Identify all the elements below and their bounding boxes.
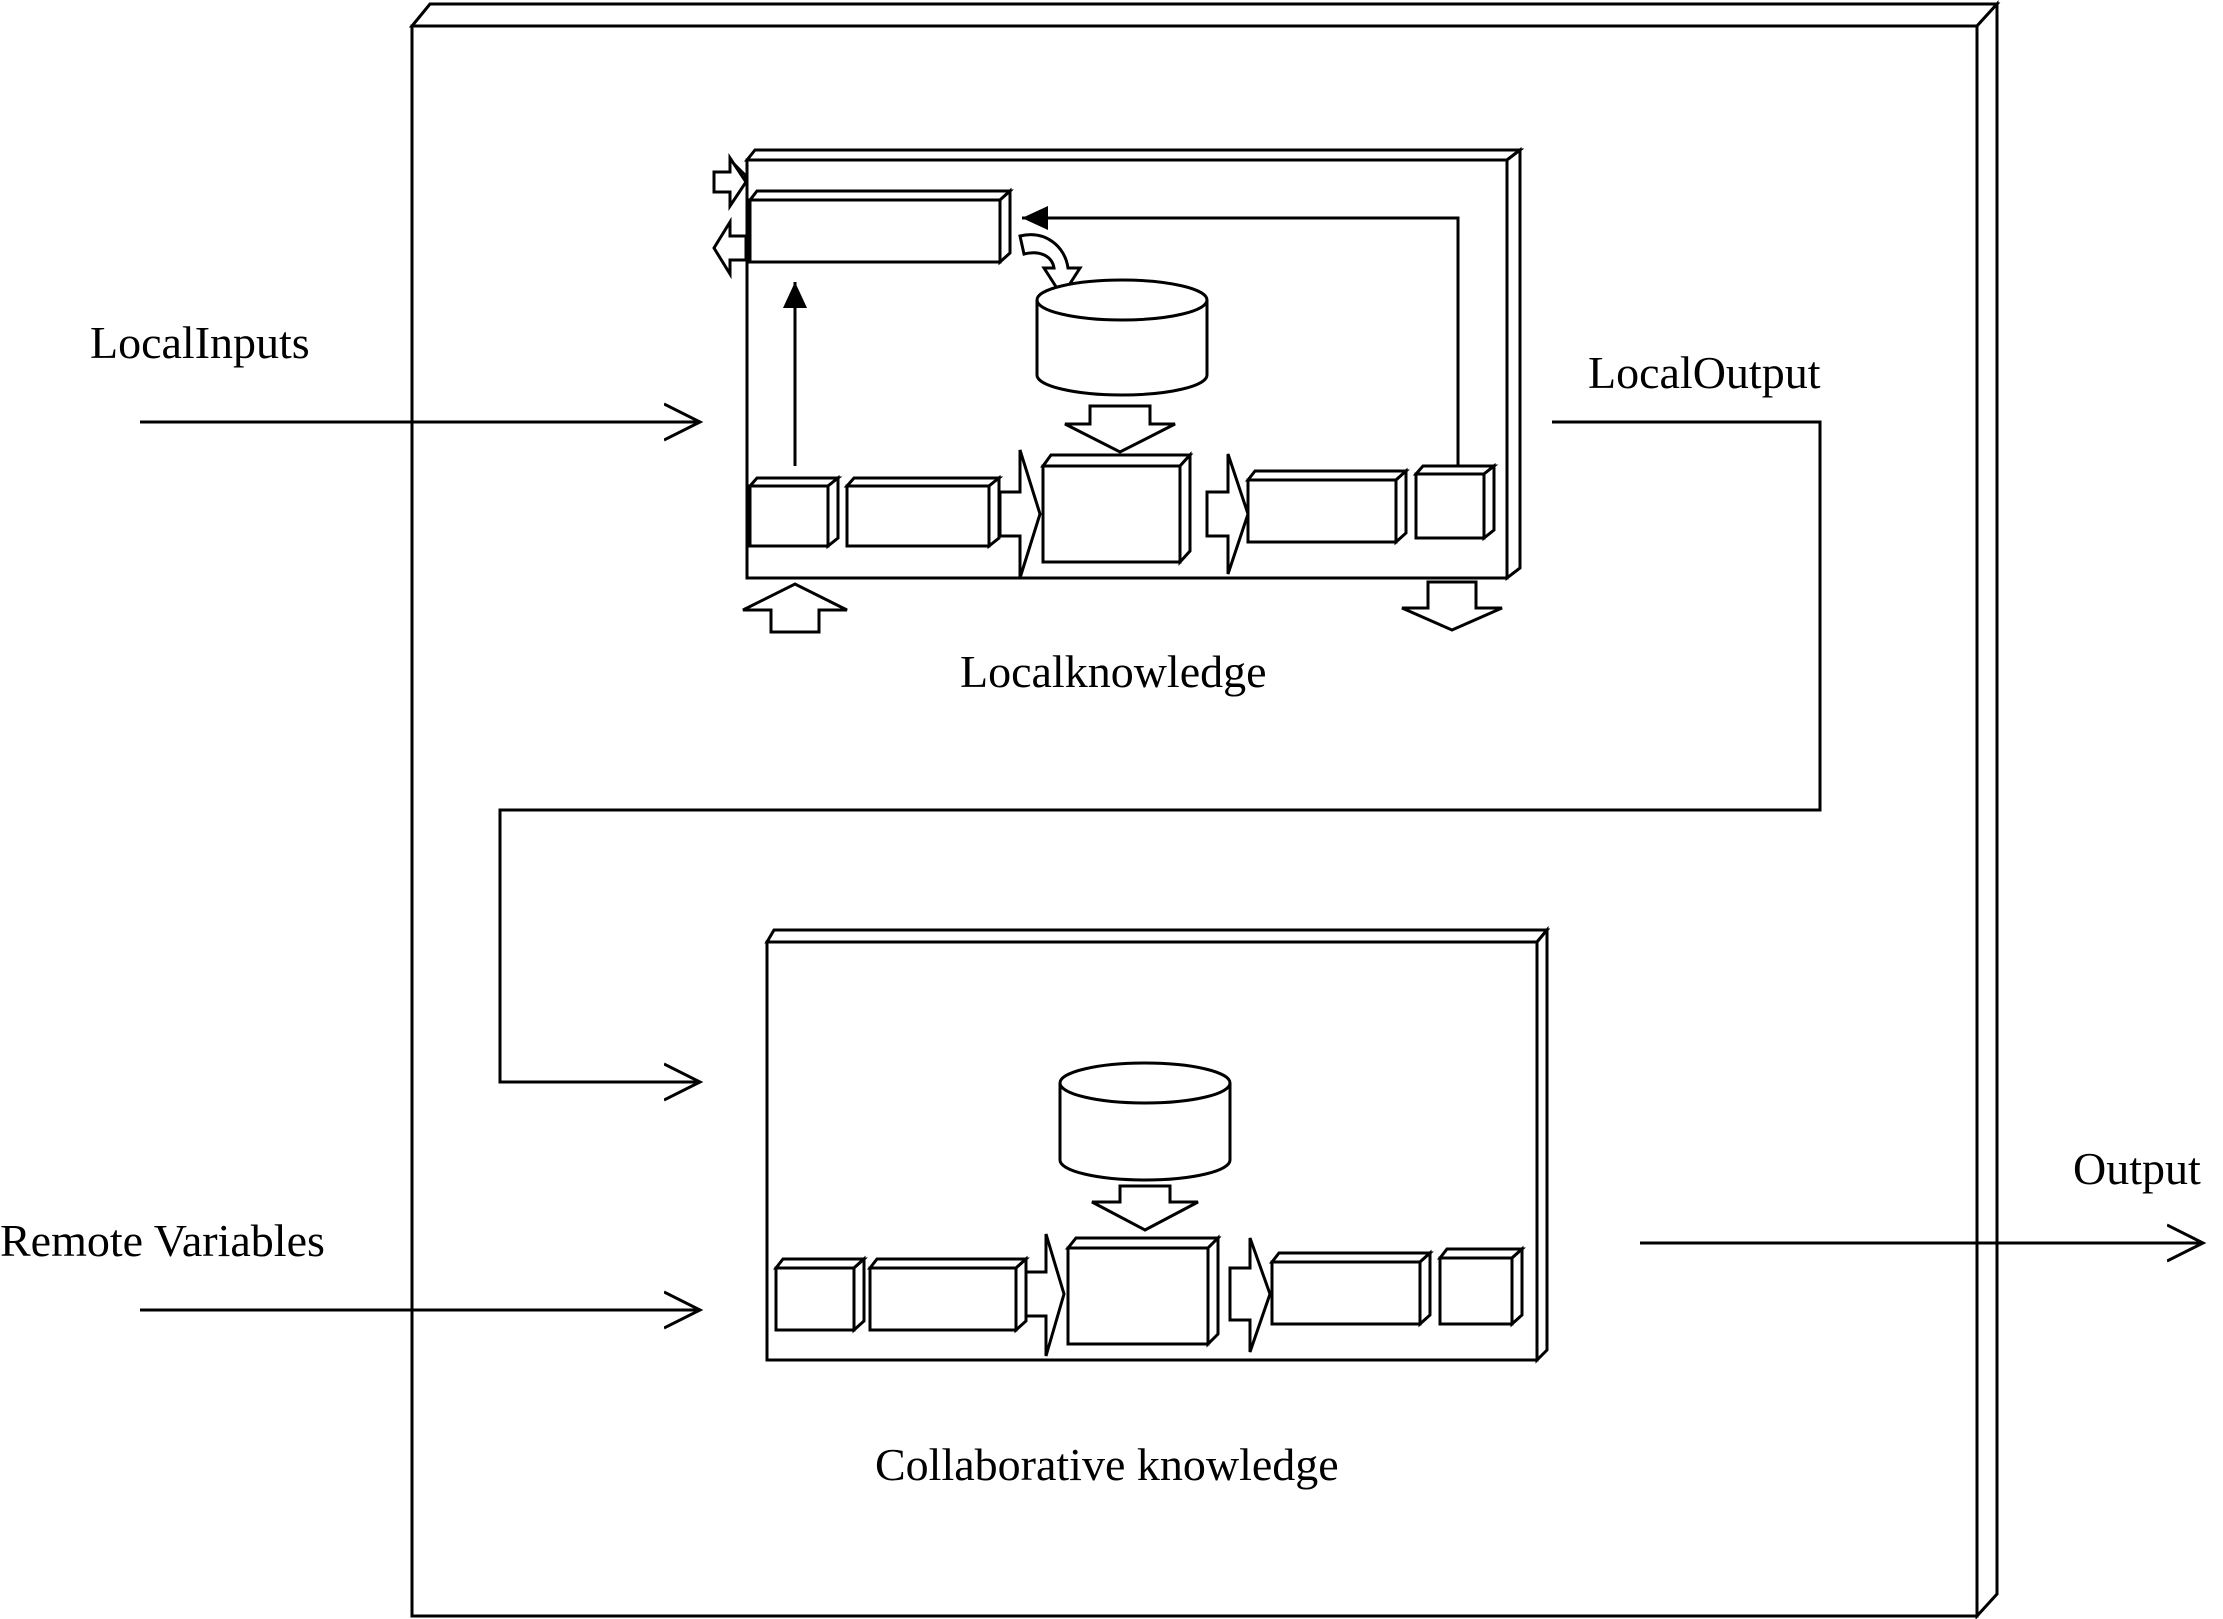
side-arrow-right-icon	[712, 153, 748, 211]
local-block-2	[843, 474, 1004, 550]
flow-arrow-right-icon	[1024, 1233, 1066, 1357]
collab-block-3	[1268, 1249, 1434, 1328]
down-flow-arrow-icon	[1091, 1184, 1199, 1232]
output-down-arrow-icon	[1401, 580, 1503, 632]
input-up-arrow-icon	[742, 582, 848, 634]
side-arrow-left-icon	[712, 216, 748, 280]
label-local-knowledge: Localknowledge	[960, 646, 1267, 697]
label-local-inputs: LocalInputs	[90, 317, 310, 368]
flow-arrow-right-icon	[1228, 1237, 1272, 1353]
local-output-connector	[498, 420, 1822, 1082]
flow-arrow-right-icon	[1205, 453, 1250, 575]
down-flow-arrow-icon	[1064, 404, 1176, 454]
local-block-4	[1412, 462, 1499, 542]
label-collaborative-knowledge: Collaborative knowledge	[875, 1439, 1339, 1490]
local-block-3	[1244, 467, 1410, 546]
local-block-1	[746, 474, 843, 550]
collaborative-database-icon	[1058, 1061, 1232, 1182]
collab-block-4	[1436, 1245, 1526, 1328]
flow-arrow-right-icon	[998, 449, 1042, 579]
collab-processor-block	[1064, 1234, 1222, 1348]
label-remote-variables: Remote Variables	[0, 1215, 325, 1266]
collab-block-1	[772, 1255, 868, 1334]
feedback-line	[1022, 206, 1460, 466]
label-local-output: LocalOutput	[1588, 347, 1821, 398]
collab-block-2	[866, 1255, 1030, 1334]
local-buffer-block	[746, 187, 1014, 266]
label-output: Output	[2073, 1143, 2201, 1194]
local-processor-block	[1040, 451, 1194, 566]
local-database-icon	[1035, 278, 1209, 397]
